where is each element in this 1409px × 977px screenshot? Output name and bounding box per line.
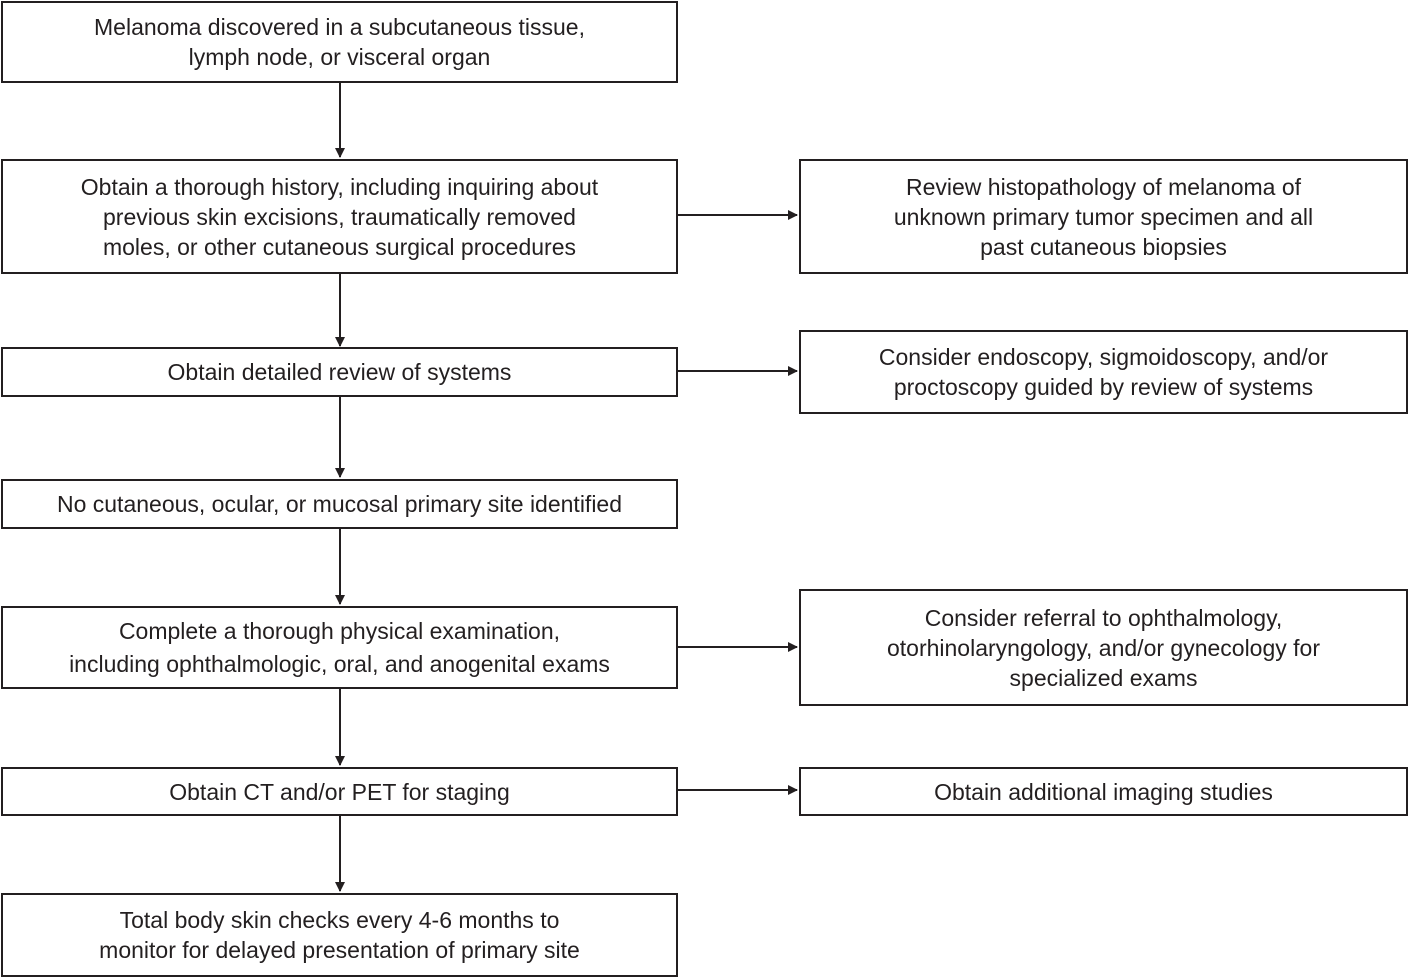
node-start: Melanoma discovered in a subcutaneous ti… — [1, 1, 678, 83]
node-staging: Obtain CT and/or PET for staging — [1, 767, 678, 816]
node-ros-text: Obtain detailed review of systems — [167, 359, 512, 385]
node-referral-text: Consider referral to ophthalmology, otor… — [886, 604, 1320, 691]
node-endoscopy-text: Consider endoscopy, sigmoidoscopy, and/o… — [878, 344, 1329, 400]
node-endoscopy: Consider endoscopy, sigmoidoscopy, and/o… — [799, 330, 1408, 414]
node-skin-checks: Total body skin checks every 4-6 months … — [1, 893, 678, 977]
node-history-text: Obtain a thorough history, including inq… — [80, 173, 599, 260]
node-imaging: Obtain additional imaging studies — [799, 767, 1408, 816]
node-staging-text: Obtain CT and/or PET for staging — [169, 778, 510, 805]
node-imaging-text: Obtain additional imaging studies — [934, 778, 1273, 805]
node-histopathology: Review histopathology of melanoma of unk… — [799, 159, 1408, 274]
node-no-primary: No cutaneous, ocular, or mucosal primary… — [1, 479, 678, 529]
node-no-primary-text: No cutaneous, ocular, or mucosal primary… — [56, 491, 623, 517]
node-histopathology-text: Review histopathology of melanoma of unk… — [893, 173, 1314, 260]
node-physical-exam: Complete a thorough physical examination… — [1, 606, 678, 689]
node-ros: Obtain detailed review of systems — [1, 347, 678, 397]
node-start-text: Melanoma discovered in a subcutaneous ti… — [94, 14, 585, 70]
node-history: Obtain a thorough history, including inq… — [1, 159, 678, 274]
node-referral: Consider referral to ophthalmology, otor… — [799, 589, 1408, 706]
node-physical-exam-text: Complete a thorough physical examination… — [69, 617, 610, 677]
node-skin-checks-text: Total body skin checks every 4-6 months … — [99, 907, 580, 963]
